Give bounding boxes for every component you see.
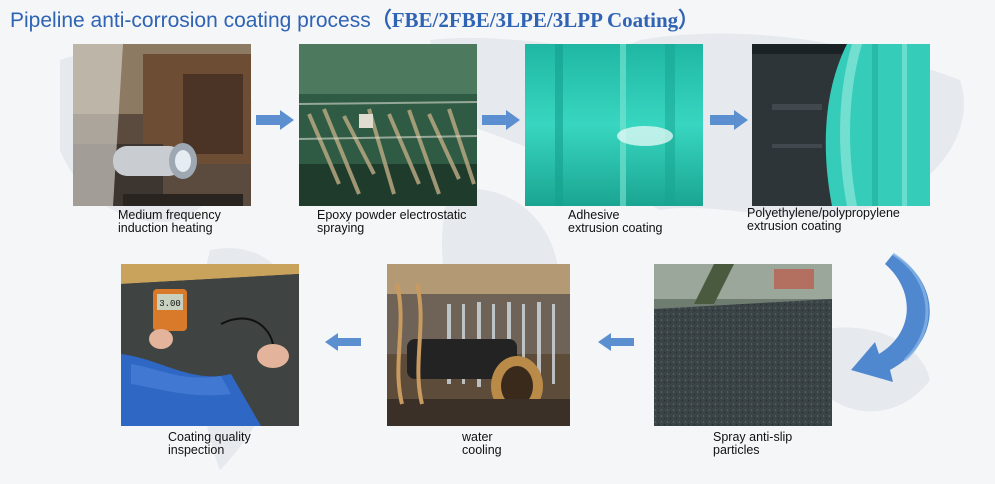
step-3-caption-line1: Adhesive	[568, 208, 620, 222]
step-5-caption: Spray anti-slip particles	[713, 431, 792, 457]
step-4-caption-line1: Polyethylene/polypropylene	[747, 206, 900, 220]
title-main: Pipeline anti-corrosion coating process	[10, 9, 371, 32]
step-1-photo-induction-heating	[73, 44, 251, 206]
step-5-caption-line1: Spray anti-slip	[713, 430, 793, 444]
step-2-caption-line2: spraying	[317, 221, 365, 235]
step-5-caption-line2: particles	[713, 443, 760, 457]
step-6-caption-line2: cooling	[462, 443, 502, 457]
arrow-right-icon	[256, 110, 294, 130]
step-4-caption-line2: extrusion coating	[747, 219, 842, 233]
step-1-caption: Medium frequency induction heating	[118, 209, 221, 235]
arrow-left-icon	[325, 333, 361, 351]
step-1-caption-line1: Medium frequency	[118, 208, 221, 222]
arrow-right-icon	[482, 110, 520, 130]
step-2-photo-epoxy-spraying	[299, 44, 477, 206]
step-7-photo-quality-inspection: 3.00	[121, 264, 299, 426]
step-3-photo-adhesive-extrusion	[525, 44, 703, 206]
step-7-caption: Coating quality inspection	[168, 431, 251, 457]
step-3-caption-line2: extrusion coating	[568, 221, 663, 235]
step-6-caption: water cooling	[462, 431, 502, 457]
step-7-caption-line2: inspection	[168, 443, 225, 457]
arrow-right-icon	[710, 110, 748, 130]
curved-arrow-down-icon	[851, 252, 930, 382]
step-7-caption-line1: Coating quality	[168, 430, 251, 444]
step-2-caption: Epoxy powder electrostatic spraying	[317, 209, 466, 235]
step-2-caption-line1: Epoxy powder electrostatic	[317, 208, 467, 222]
meter-display: 3.00	[159, 299, 181, 309]
step-6-photo-water-cooling	[387, 264, 570, 426]
title-coating-types: （FBE/2FBE/3LPE/3LPP Coating）	[370, 8, 700, 32]
page-title: Pipeline anti-corrosion coating process（…	[10, 4, 699, 34]
step-4-caption: Polyethylene/polypropylene extrusion coa…	[747, 207, 900, 233]
step-4-photo-pe-pp-extrusion	[752, 44, 930, 206]
step-6-caption-line1: water	[462, 430, 493, 444]
step-5-photo-anti-slip-particles	[654, 264, 832, 426]
step-3-caption: Adhesive extrusion coating	[568, 209, 663, 235]
step-1-caption-line2: induction heating	[118, 221, 213, 235]
arrow-left-icon	[598, 333, 634, 351]
